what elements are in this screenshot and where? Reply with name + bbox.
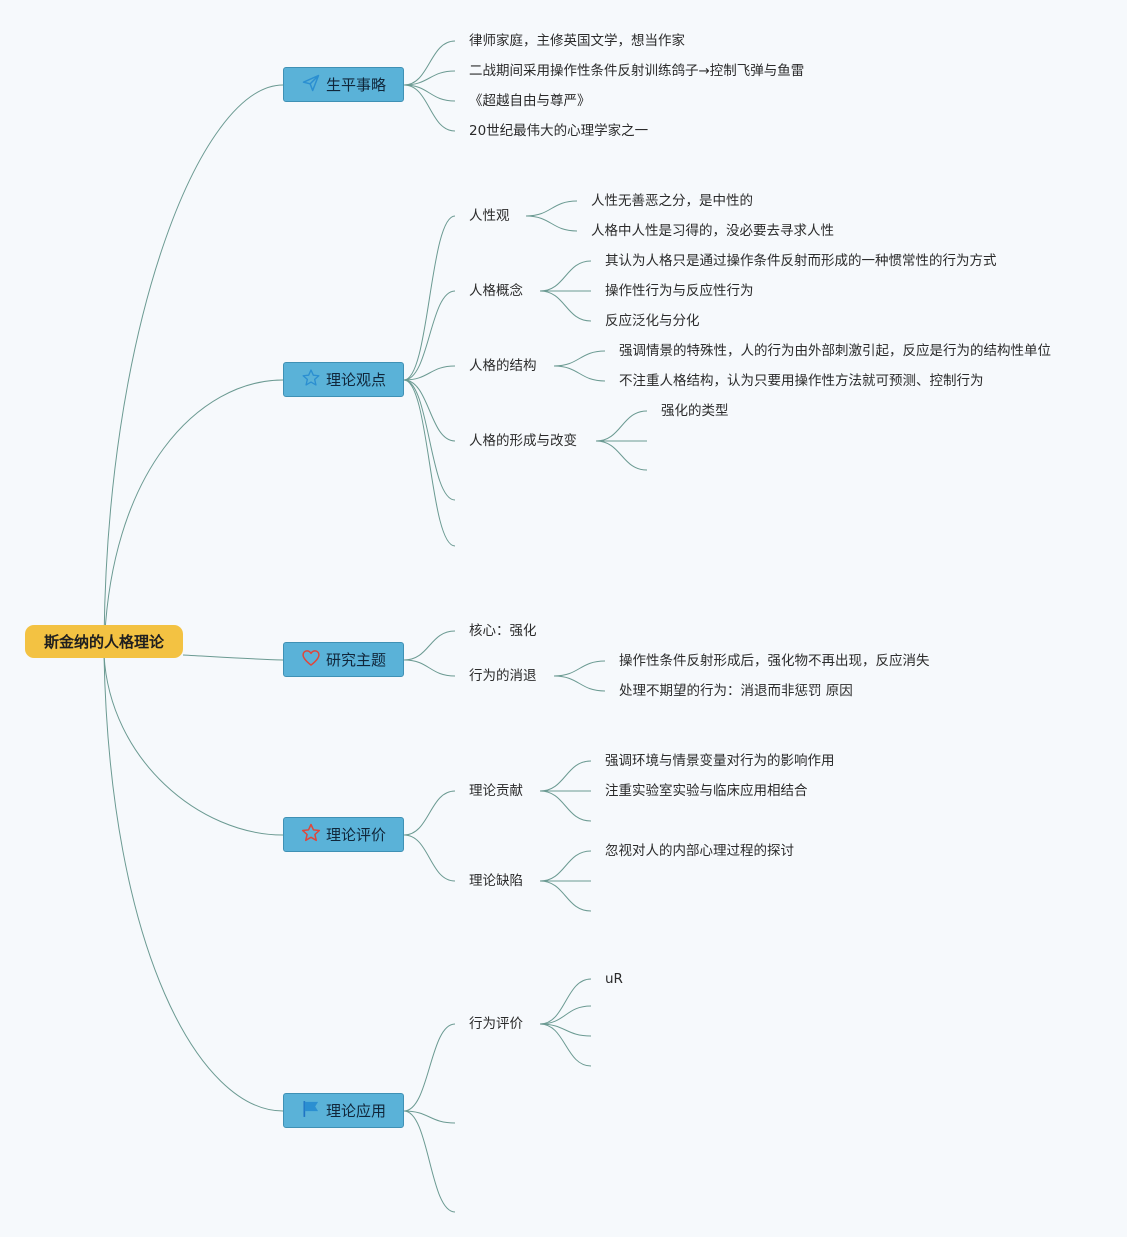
node-personality-structure-1[interactable]: 强调情景的特殊性，人的行为由外部刺激引起，反应是行为的结构性单位 [619,343,1051,359]
node-core[interactable]: 核心：强化 [469,623,537,639]
node-behavior-evaluation[interactable]: 行为评价 [469,1016,523,1032]
branch-evaluation[interactable]: 理论评价 [283,817,404,852]
branch-item-link [403,1110,456,1124]
child-link [539,290,592,322]
child-link [525,200,578,217]
branch-label: 理论应用 [325,1102,386,1120]
child-link [539,1023,592,1067]
node-personality-concept-1[interactable]: 其认为人格只是通过操作条件反射而形成的一种惯常性的行为方式 [605,253,997,269]
branch-research-topics[interactable]: 研究主题 [283,642,404,677]
branch-item-link [403,365,456,381]
branch-application[interactable]: 理论应用 [283,1093,404,1128]
root-branch-link [103,84,284,656]
branch-biography[interactable]: 生平事略 [283,67,404,102]
paper-plane-icon [301,73,321,97]
branch-item-link [403,379,456,547]
branch-label: 理论评价 [325,826,386,844]
branch-item-link [403,84,456,132]
child-link [539,790,592,822]
branch-item-link [403,790,456,836]
node-personality-structure-2[interactable]: 不注重人格结构，认为只要用操作性方法就可预测、控制行为 [619,373,984,389]
node-defect[interactable]: 理论缺陷 [469,873,523,889]
node-human-nature[interactable]: 人性观 [469,208,510,224]
node-biography-4[interactable]: 20世纪最伟大的心理学家之一 [469,123,649,139]
node-human-nature-1[interactable]: 人性无善恶之分，是中性的 [591,193,753,209]
node-formation-change[interactable]: 人格的形成与改变 [469,433,577,449]
node-human-nature-2[interactable]: 人格中人性是习得的，没必要去寻求人性 [591,223,834,239]
node-contribution-2[interactable]: 注重实验室实验与临床应用相结合 [605,783,808,799]
node-behavior-evaluation-1[interactable]: uR [605,971,623,987]
branch-item-link [403,84,456,102]
root-branch-link [103,654,284,836]
child-link [525,215,578,232]
node-personality-concept-2[interactable]: 操作性行为与反应性行为 [605,283,754,299]
branch-item-link [403,630,456,661]
node-contribution[interactable]: 理论贡献 [469,783,523,799]
branch-item-link [403,379,456,501]
node-biography-1[interactable]: 律师家庭，主修英国文学，想当作家 [469,33,685,49]
child-link [595,410,648,442]
root-topic[interactable]: 斯金纳的人格理论 [25,625,183,658]
star-outline-icon [301,368,321,392]
branch-item-link [403,834,456,882]
node-biography-3[interactable]: 《超越自由与尊严》 [469,93,591,109]
branch-item-link [403,70,456,86]
branch-item-link [403,379,456,442]
root-branch-link [103,379,284,656]
child-link [553,660,606,677]
child-link [539,260,592,292]
branch-item-link [403,1110,456,1213]
node-reinforcement-types[interactable]: 强化的类型 [661,403,729,419]
node-extinction-2[interactable]: 处理不期望的行为：消退而非惩罚 原因 [619,683,853,699]
root-branch-link [182,654,284,661]
branch-item-link [403,40,456,86]
child-link [553,350,606,367]
node-defect-1[interactable]: 忽视对人的内部心理过程的探讨 [605,843,794,859]
node-contribution-1[interactable]: 强调环境与情景变量对行为的影响作用 [605,753,835,769]
node-extinction[interactable]: 行为的消退 [469,668,537,684]
node-biography-2[interactable]: 二战期间采用操作性条件反射训练鸽子→控制飞弹与鱼雷 [469,63,805,79]
branch-item-link [403,215,456,381]
child-link [539,760,592,792]
node-extinction-1[interactable]: 操作性条件反射形成后，强化物不再出现，反应消失 [619,653,930,669]
root-branch-link [103,654,284,1112]
node-personality-concept-3[interactable]: 反应泛化与分化 [605,313,700,329]
branch-label: 生平事略 [325,76,386,94]
child-link [595,440,648,471]
child-link [539,850,592,882]
branch-item-link [403,659,456,677]
branch-theory[interactable]: 理论观点 [283,362,404,397]
child-link [539,978,592,1025]
child-link [539,1005,592,1025]
child-link [553,675,606,692]
branch-item-link [403,1023,456,1112]
branch-label: 理论观点 [325,371,386,389]
flag-icon [301,1099,321,1123]
branch-item-link [403,290,456,381]
child-link [539,880,592,912]
node-personality-concept[interactable]: 人格概念 [469,283,523,299]
child-link [553,365,606,382]
branch-label: 研究主题 [325,651,386,669]
node-personality-structure[interactable]: 人格的结构 [469,358,537,374]
star-red-icon [301,823,321,847]
heart-icon [301,648,321,672]
